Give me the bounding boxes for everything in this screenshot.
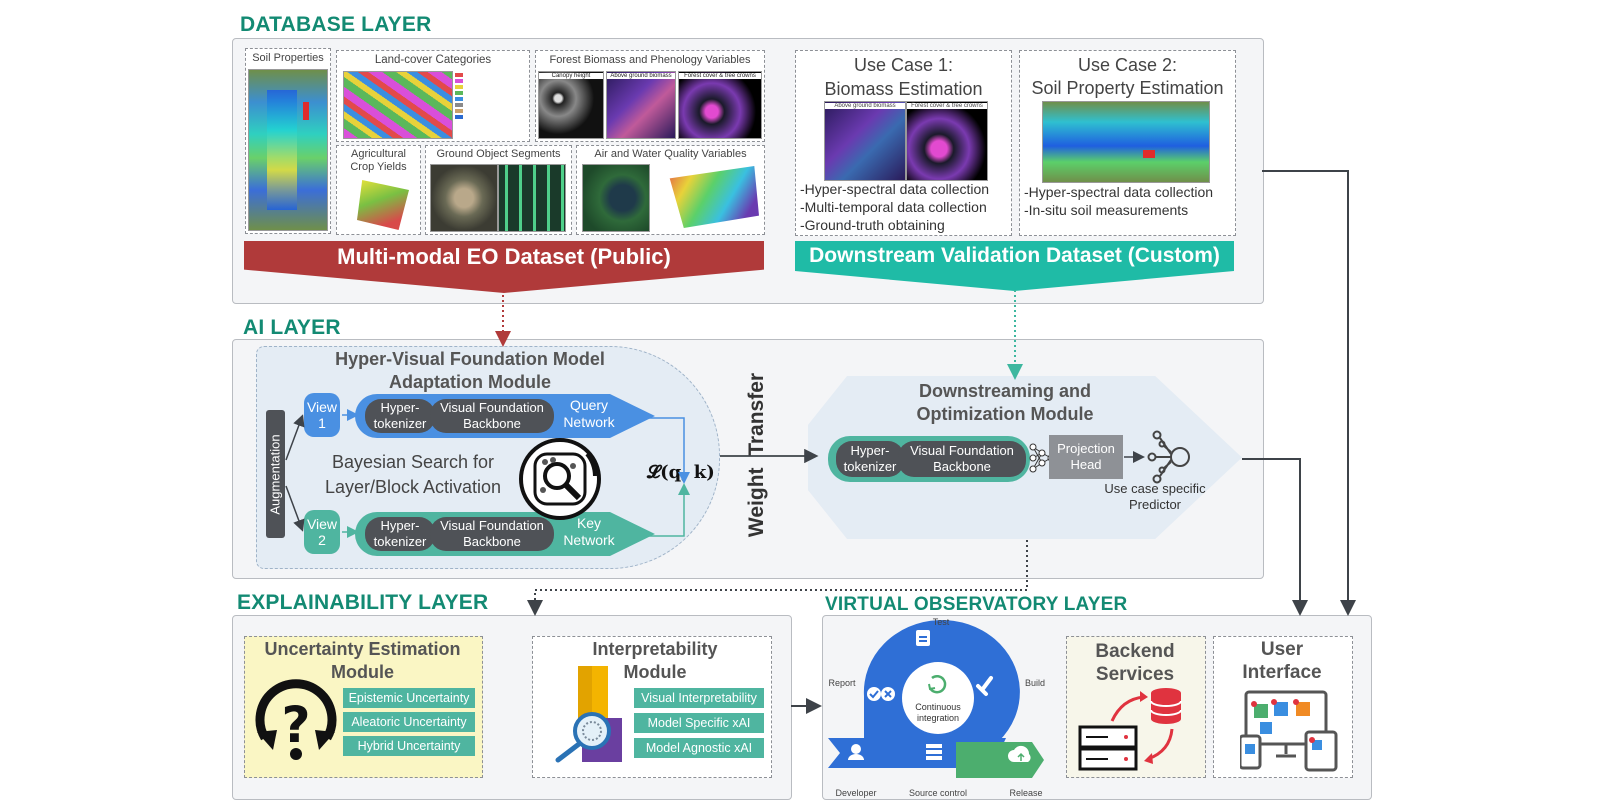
air-quality-layers-image (669, 166, 759, 228)
bayesian-search-label: Bayesian Search for Layer/Block Activati… (324, 452, 502, 497)
forest-cover-image: Forest cover & tree crowns (678, 71, 762, 139)
view-1: View 1 (304, 393, 340, 437)
ci-center-label: Continuous integration (915, 702, 961, 723)
observatory-layer-title: VIRTUAL OBSERVATORY LAYER (825, 594, 1128, 615)
predictor-label: Use case specific Predictor (1104, 481, 1206, 512)
aleatoric-uncertainty-tag: Aleatoric Uncertainty (343, 712, 475, 732)
above-ground-biomass-image: Above ground biomass (606, 71, 676, 139)
server-database-icon (1078, 685, 1196, 773)
soil-properties-box: Soil Properties (245, 48, 331, 234)
question-cycle-icon: ? (253, 678, 339, 764)
predictor-icon (1144, 428, 1192, 486)
ai-layer-title: AI LAYER (243, 316, 341, 339)
ci-test-label: Test (932, 617, 950, 627)
ci-release-label: Release (1009, 788, 1043, 798)
use-case-2-title-line2: Soil Property Estimation (1031, 78, 1224, 98)
query-vf-backbone: Visual Foundation Backbone (430, 399, 554, 433)
key-vf-backbone: Visual Foundation Backbone (430, 517, 554, 551)
uc2-item-1: -Hyper-spectral data collection (1024, 184, 1214, 200)
neural-network-icon (1028, 441, 1056, 475)
segmentation-image (498, 164, 566, 232)
database-to-ui-arrow (1262, 170, 1356, 616)
forest-biomass-label: Forest Biomass and Phenology Variables (549, 54, 751, 66)
uc1-item-3: -Ground-truth obtaining (800, 217, 945, 233)
database-layer-title: DATABASE LAYER (240, 13, 432, 36)
ci-developer-label: Developer (835, 788, 877, 798)
canopy-height-label: Canopy height (539, 73, 603, 79)
explainability-layer-title: EXPLAINABILITY LAYER (237, 591, 489, 614)
ds-hyper-tokenizer: Hyper- tokenizer (836, 441, 904, 477)
model-agnostic-xai-tag: Model Agnostic xAI (634, 738, 764, 758)
ci-source-control-label: Source control (908, 788, 968, 798)
crop-yield-map (357, 180, 409, 230)
bayesian-search-icon (517, 436, 603, 522)
above-ground-biomass-label: Above ground biomass (607, 73, 675, 79)
hv-title-line2: Adaptation Module (389, 372, 551, 392)
air-water-box: Air and Water Quality Variables (576, 145, 765, 235)
land-cover-box: Land-cover Categories (336, 50, 530, 142)
use-case-2-title-line1: Use Case 2: (1077, 55, 1178, 75)
crop-yields-label: Agricultural Crop Yields (350, 148, 407, 173)
land-cover-label: Land-cover Categories (374, 54, 492, 66)
aerial-image (430, 164, 498, 232)
epistemic-uncertainty-tag: Epistemic Uncertainty (343, 688, 475, 708)
land-cover-map (343, 71, 453, 139)
key-hyper-tokenizer: Hyper- tokenizer (365, 517, 435, 551)
uc2-soil-image (1042, 101, 1210, 183)
use-case-1-title-line2: Biomass Estimation (824, 79, 983, 99)
use-case-2-box: Use Case 2: Soil Property Estimation -Hy… (1019, 50, 1236, 236)
devices-icon (1240, 688, 1340, 772)
backend-title: Backend Services (1095, 641, 1175, 685)
ci-report-label: Report (828, 678, 856, 688)
uncertainty-title: Uncertainty Estimation Module (264, 639, 461, 682)
query-hyper-tokenizer: Hyper- tokenizer (365, 399, 435, 433)
loss-function: 𝓛(q, k) (647, 462, 715, 483)
use-case-1-title-line1: Use Case 1: (853, 55, 954, 75)
water-image (582, 164, 650, 232)
model-specific-xai-tag: Model Specific xAI (634, 713, 764, 733)
uc1-item-2: -Multi-temporal data collection (800, 199, 987, 215)
ds-vf-backbone: Visual Foundation Backbone (898, 441, 1026, 477)
ci-build-label: Build (1024, 678, 1045, 688)
uc1-item-1: -Hyper-spectral data collection (800, 181, 990, 197)
ui-title: User Interface (1242, 639, 1322, 683)
svg-text:?: ? (281, 696, 310, 754)
ground-segments-label: Ground Object Segments (436, 148, 561, 160)
soil-properties-label: Soil Properties (252, 52, 324, 64)
view-2: View 2 (304, 510, 340, 554)
forest-cover-label: Forest cover & tree crowns (679, 73, 761, 79)
ground-segments-box: Ground Object Segments (425, 145, 572, 235)
query-network-label: Query Network (563, 397, 615, 430)
uc1-biomass-label: Above ground biomass (825, 103, 905, 109)
projection-head: Projection Head (1049, 435, 1123, 479)
use-case-1-box: Use Case 1: Biomass Estimation Above gro… (795, 50, 1012, 236)
hv-title-line1: Hyper-Visual Foundation Model (335, 349, 605, 369)
uc2-item-2: -In-situ soil measurements (1024, 202, 1189, 218)
uc1-biomass-image: Above ground biomass (824, 101, 906, 181)
weight-transfer-label: Weight Transfer (745, 372, 768, 538)
air-water-label: Air and Water Quality Variables (594, 148, 747, 160)
crop-yields-box: Agricultural Crop Yields (336, 145, 421, 235)
interpretability-icon (552, 664, 627, 764)
augmentation-bar: Augmentation (266, 410, 285, 538)
ci-cycle-graphic: Test Build Report Developer Source contr… (826, 616, 1062, 798)
ds-title-line2: Optimization Module (916, 404, 1094, 424)
forest-biomass-box: Forest Biomass and Phenology Variables C… (535, 50, 765, 142)
uc1-forest-cover-label: Forest cover & tree crowns (907, 103, 987, 109)
uc1-forest-cover-image: Forest cover & tree crowns (906, 101, 988, 181)
soil-map-image (248, 69, 328, 231)
land-cover-legend-icon (455, 71, 523, 137)
visual-interpretability-tag: Visual Interpretability (634, 688, 764, 708)
augmentation-label: Augmentation (267, 434, 283, 515)
canopy-height-image: Canopy height (538, 71, 604, 139)
hybrid-uncertainty-tag: Hybrid Uncertainty (343, 736, 475, 756)
interpretability-title: Interpretability Module (592, 639, 718, 682)
ds-title-line1: Downstreaming and (918, 381, 1092, 401)
